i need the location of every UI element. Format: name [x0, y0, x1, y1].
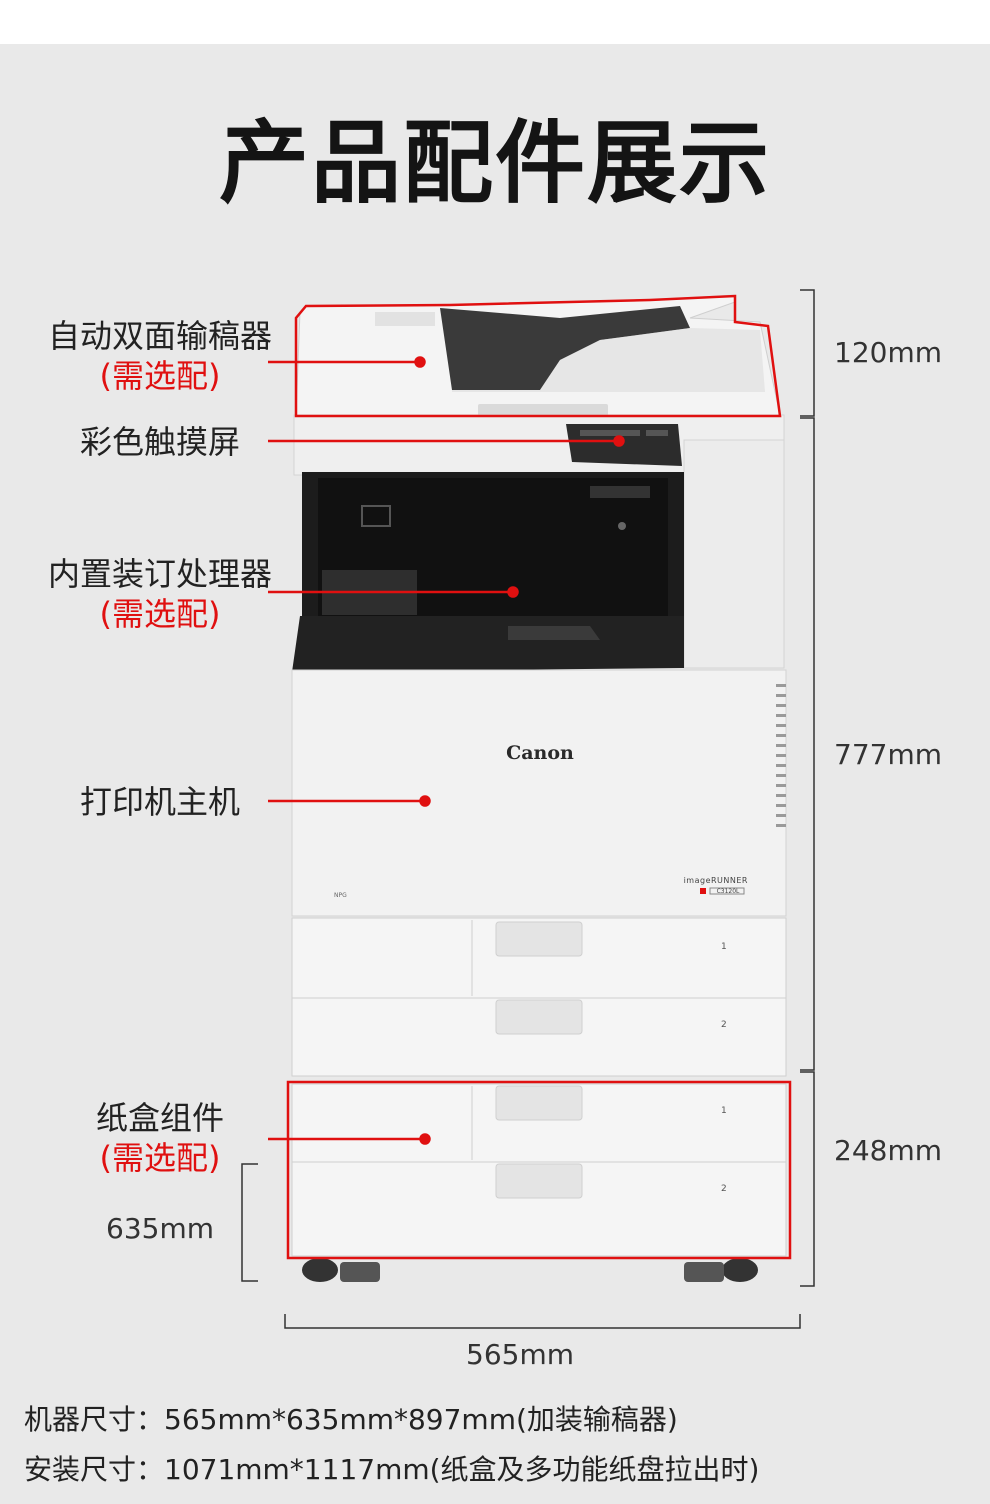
tray-number: 1 [721, 942, 727, 952]
machine-size-spec: 机器尺寸：565mm*635mm*897mm(加装输稿器) [24, 1403, 678, 1436]
callout-touch-panel: 彩色触摸屏 [30, 422, 290, 462]
callout-document-feeder: 自动双面输稿器 (需选配) [30, 316, 290, 396]
dim-feeder-height: 120mm [834, 336, 942, 369]
dim-width: 565mm [466, 1338, 574, 1371]
builtin-cassettes [291, 917, 787, 1077]
callout-name: 纸盒组件 [95, 1099, 224, 1137]
document-feeder [295, 294, 781, 416]
optional-note: (需选配) [99, 595, 221, 633]
optional-cassettes [291, 1083, 787, 1257]
dim-depth: 635mm [106, 1212, 214, 1245]
brand-logo: Canon [506, 742, 574, 764]
dimension-brackets [241, 289, 815, 1329]
callout-name: 打印机主机 [79, 783, 240, 821]
callout-inner-finisher: 内置装订处理器 (需选配) [30, 554, 290, 634]
npg-label: NPG [334, 892, 347, 899]
page-title: 产品配件展示 [219, 111, 771, 216]
tray-number: 2 [721, 1020, 727, 1030]
dim-cassette-height: 248mm [834, 1134, 942, 1167]
dim-main-height: 777mm [834, 738, 942, 771]
feeder-highlight [294, 294, 782, 418]
model-text: C3120L [716, 888, 740, 895]
inner-cavity [302, 472, 684, 622]
optional-note: (需选配) [99, 1139, 221, 1177]
tray-number: 1 [721, 1106, 727, 1116]
main-body [291, 669, 787, 917]
touch-panel [566, 424, 682, 466]
callout-name: 彩色触摸屏 [79, 423, 240, 461]
tray-number: 2 [721, 1184, 727, 1194]
callout-name: 自动双面输稿器 [47, 317, 272, 355]
model-line-text: imageRUNNER [683, 876, 748, 885]
callout-main-unit: 打印机主机 [30, 782, 290, 822]
callout-cassette-unit: 纸盒组件 (需选配) [30, 1098, 290, 1178]
optional-note: (需选配) [99, 357, 221, 395]
install-size-spec: 安装尺寸：1071mm*1117mm(纸盒及多功能纸盘拉出时) [24, 1453, 760, 1486]
casters [302, 1258, 758, 1282]
cassette-highlight [286, 1080, 792, 1260]
callout-name: 内置装订处理器 [47, 555, 272, 593]
